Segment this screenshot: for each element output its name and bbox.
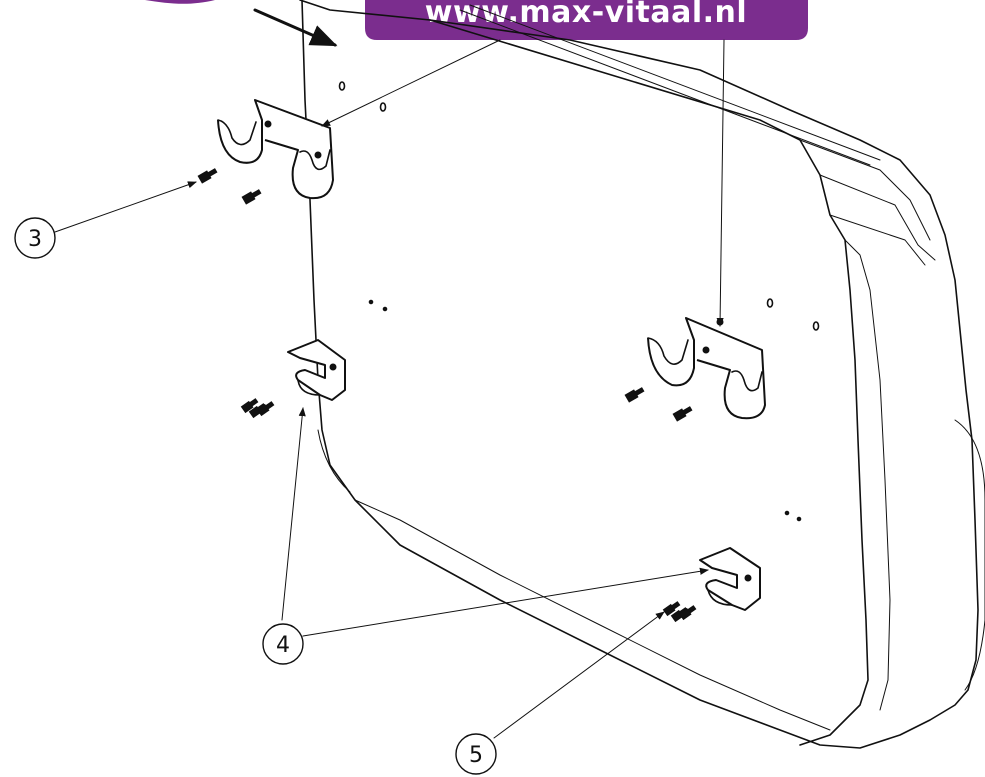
website-url: www.max-vitaal.nl xyxy=(425,0,747,30)
screws-upper-left xyxy=(197,168,262,205)
mounting-holes xyxy=(338,81,820,522)
u-bracket-right xyxy=(647,317,766,420)
callout-4: 4 xyxy=(262,623,304,665)
screws-lower-right xyxy=(662,601,697,623)
callout-3-label: 3 xyxy=(28,227,42,252)
callout-5-label: 5 xyxy=(469,743,483,768)
clip-lower-right xyxy=(699,547,761,611)
u-bracket-upper-left xyxy=(217,99,334,200)
leader-arrows xyxy=(54,39,725,739)
callout-4-label: 4 xyxy=(276,633,290,658)
back-cover-panel xyxy=(299,0,985,749)
callout-5: 5 xyxy=(455,733,497,775)
screws-lower-left xyxy=(240,398,275,419)
callout-3: 3 xyxy=(14,217,56,259)
top-guide-lines xyxy=(253,4,881,166)
screws-right xyxy=(624,387,693,422)
clip-upper-left xyxy=(287,339,346,401)
website-banner: www.max-vitaal.nl xyxy=(145,0,808,40)
